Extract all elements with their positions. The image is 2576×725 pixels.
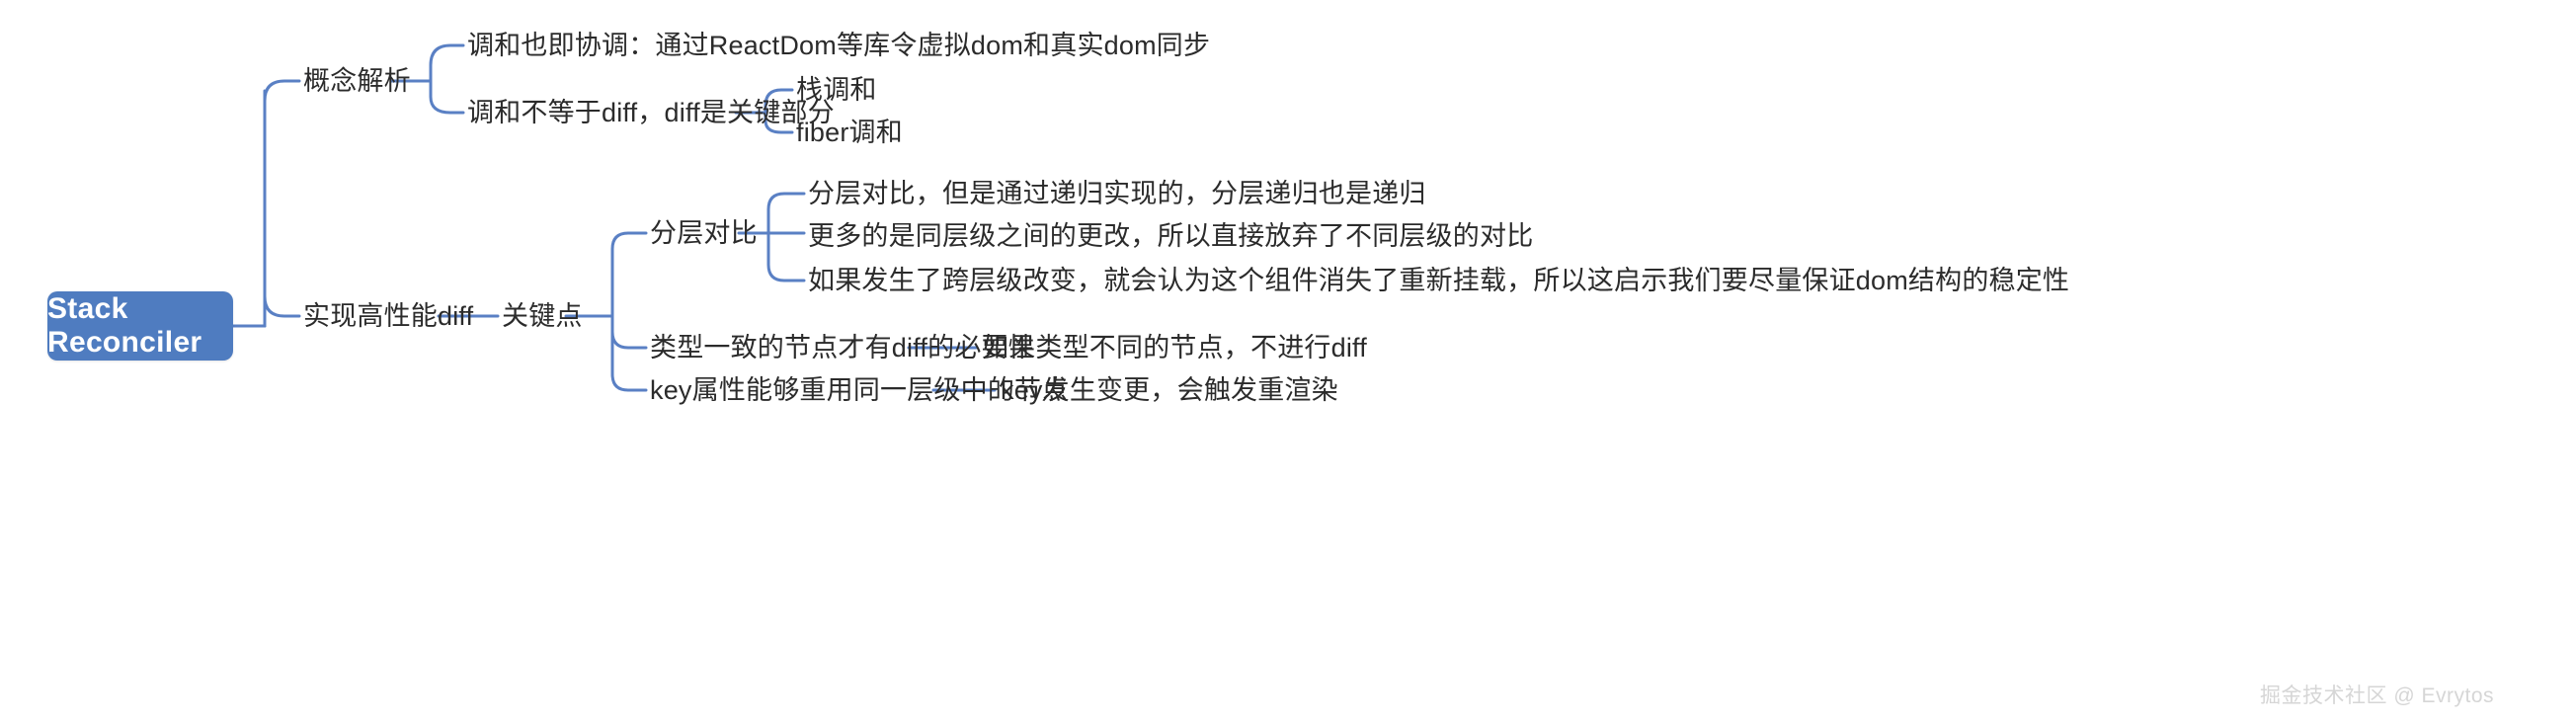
connector-root-to-concept <box>263 79 301 328</box>
connector-layer-to-c <box>766 231 806 282</box>
node-layered-comparison[interactable]: 分层对比 <box>650 218 758 248</box>
node-key-change-triggers-rerender[interactable]: key发生变更，会触发重渲染 <box>1001 375 1338 405</box>
node-same-type-nodes-need-diff[interactable]: 类型一致的节点才有diff的必要性 <box>650 333 1035 362</box>
node-different-type-no-diff[interactable]: 如果类型不同的节点，不进行diff <box>982 333 1367 362</box>
connector-layer-to-a <box>766 192 806 235</box>
connector-keypoints-to-type <box>610 314 648 350</box>
root-node-stack-reconciler[interactable]: Stack Reconciler <box>47 291 233 361</box>
node-layered-comparison-recursion[interactable]: 分层对比，但是通过递归实现的，分层递归也是递归 <box>808 179 1426 208</box>
node-reconciliation-definition[interactable]: 调和也即协调：通过ReactDom等库令虚拟dom和真实dom同步 <box>467 31 1211 60</box>
watermark: 掘金技术社区 @ Evrytos <box>2260 685 2494 707</box>
node-key-attribute-reuse[interactable]: key属性能够重用同一层级中的节点 <box>650 375 1069 405</box>
node-same-level-changes[interactable]: 更多的是同层级之间的更改，所以直接放弃了不同层级的对比 <box>808 221 1534 251</box>
node-stack-reconciliation[interactable]: 栈调和 <box>796 75 877 105</box>
node-fiber-reconciliation[interactable]: fiber调和 <box>796 118 903 147</box>
connector-concept-to-b <box>429 79 465 115</box>
node-reconciliation-not-diff[interactable]: 调和不等于diff，diff是关键部分 <box>467 98 835 127</box>
connector-root-to-perfdiff <box>263 295 301 328</box>
connector-keypoints-to-key <box>610 314 648 392</box>
node-cross-level-change-remount[interactable]: 如果发生了跨层级改变，就会认为这个组件消失了重新挂载，所以这启示我们要尽量保证d… <box>808 266 2070 295</box>
connector-concept-to-a <box>429 43 465 83</box>
node-concept-analysis[interactable]: 概念解析 <box>303 66 411 96</box>
root-node-label: Stack Reconciler <box>47 292 202 359</box>
node-key-points[interactable]: 关键点 <box>502 301 583 331</box>
connector-keypoints-to-layer <box>610 231 648 318</box>
node-high-performance-diff[interactable]: 实现高性能diff <box>303 301 474 331</box>
